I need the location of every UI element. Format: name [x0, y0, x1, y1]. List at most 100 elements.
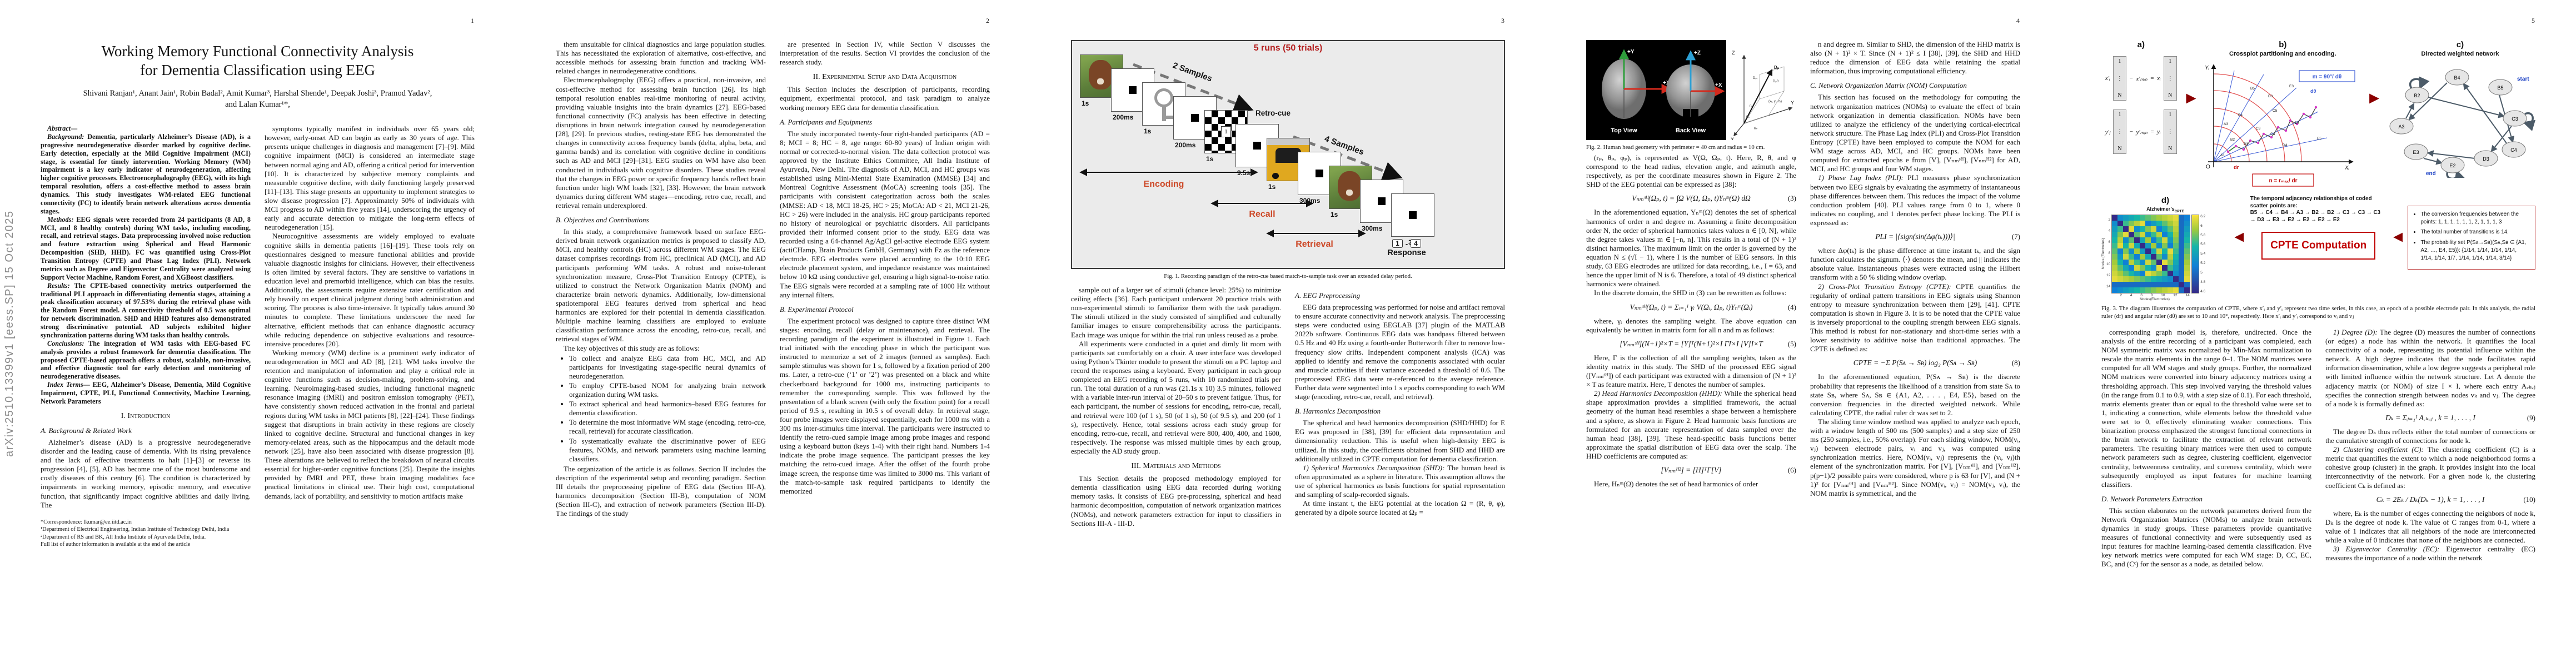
- heatmap-cell: [2162, 259, 2168, 265]
- dr-label: dr: [2234, 165, 2239, 171]
- paragraph-text: The degree (D) measures the number of co…: [2325, 327, 2536, 408]
- heatmap-cell: [2123, 270, 2129, 276]
- page2-left-column: them unsuitable for clinical diagnostics…: [556, 40, 766, 519]
- y-tick: 6: [2108, 240, 2111, 245]
- heatmap-cell: [2134, 215, 2140, 221]
- plus-y-label: +Y: [1627, 49, 1635, 55]
- heatmap-cell: [2151, 231, 2157, 237]
- dtheta-label: dθ: [2310, 88, 2316, 94]
- paragraph: The experiment protocol was designed to …: [780, 316, 990, 495]
- duration-label: 1s: [1082, 99, 1089, 107]
- subsection-heading: D. Network Parameters Extraction: [2101, 494, 2203, 503]
- abstract-paragraph: Methods: EEG signals were recorded from …: [41, 216, 251, 282]
- fixation-square-icon: [1378, 197, 1386, 205]
- plus-z-label: +Z: [1694, 50, 1701, 56]
- svg-text:D4: D4: [2283, 143, 2288, 147]
- page-number: 1: [471, 17, 474, 24]
- heatmap-cell: [2129, 248, 2135, 254]
- heatmap-cell: [2156, 242, 2163, 248]
- heatmap-cell: [2117, 276, 2124, 282]
- figure-1-task-paradigm: 5 runs (50 trials) 2 Samples 4 Samples E…: [1071, 40, 1505, 269]
- heatmap-cell: [2140, 270, 2146, 276]
- paragraph: The study incorporated twenty-four right…: [780, 129, 990, 299]
- y-prime-label: y′ⱼ: [2105, 128, 2111, 136]
- heatmap-cell: [2134, 242, 2140, 248]
- heatmap-cell: [2129, 287, 2135, 293]
- origin-label: O: [2206, 164, 2210, 170]
- heatmap-cell: [2168, 281, 2174, 287]
- svg-text:C3: C3: [2512, 116, 2518, 122]
- heatmap-cell: [2117, 215, 2124, 221]
- x-tick: 6: [2140, 293, 2142, 297]
- heatmap-cell: [2162, 281, 2168, 287]
- heatmap-cell: [2162, 248, 2168, 254]
- equation: Vₙₘˢᴴ(Ωₚ, t) = ∫Ω V(Ω, Ωₚ, t)Yₙᵐ(Ω) dΩ(3…: [1586, 194, 1796, 203]
- heatmap-cell: [2151, 226, 2157, 232]
- heatmap-cell: [2179, 237, 2185, 243]
- dpt-label: Dₚθ: [1773, 80, 1779, 83]
- x-tick: 2: [2120, 293, 2122, 297]
- heatmap-cell: [2129, 281, 2135, 287]
- heatmap-cell: [2168, 259, 2174, 265]
- x-tick: 14: [2185, 293, 2190, 297]
- page4-right-column: n and degree m. Similar to SHD, the dime…: [1810, 40, 2020, 498]
- heatmap-cell: [2117, 287, 2124, 293]
- paragraph: In the discrete domain, the SHD in (3) c…: [1594, 288, 1787, 297]
- heatmap-cell: [2145, 265, 2151, 271]
- heatmap-cell: [2173, 259, 2179, 265]
- heatmap-cell: [2156, 231, 2163, 237]
- paragraph: In this study, a comprehensive framework…: [556, 227, 766, 344]
- duration-label: 9.5s: [1237, 169, 1250, 177]
- equation: CPTE = −Σ P(Sᴀ → Sʙ) log₂ P(Sᴀ → Sʙ)(8): [1810, 359, 2020, 367]
- heatmap-cell: [2184, 237, 2190, 243]
- heatmap-cell: [2112, 237, 2118, 243]
- heatmap-cell: [2134, 265, 2140, 271]
- heatmap-cell: [2134, 220, 2140, 226]
- heatmap-cell: [2112, 253, 2118, 260]
- paragraph: This section has focused on the methodol…: [1810, 93, 2020, 173]
- heatmap-cell: [2184, 231, 2190, 237]
- cue-digit: 1: [1221, 126, 1231, 137]
- fig3-panel-a: a) x′ᵢ 1⋮N − x′ₘᵢₙ = xᵢ 1⋮N y′ⱼ 1⋮N − y′…: [2101, 40, 2181, 163]
- fig1-title: 5 runs (50 trials): [1253, 43, 1323, 53]
- equation-number: (9): [2527, 413, 2535, 422]
- heatmap-cell: [2129, 215, 2135, 221]
- y-tick: 4: [2108, 229, 2111, 233]
- subsection-heading: B. Harmonics Decomposition: [1295, 407, 1381, 416]
- authors: Shivani Ranjan¹, Anant Jain¹, Robin Bada…: [83, 88, 432, 109]
- y-tick: 8: [2108, 251, 2111, 256]
- heatmap-cell: [2129, 231, 2135, 237]
- z-label: Z: [1732, 50, 1735, 56]
- heatmap-cell: [2123, 226, 2129, 232]
- heatmap-cell: [2173, 237, 2179, 243]
- heatmap-xlabel: Nodes(Electrodes): [2140, 297, 2170, 301]
- heatmap-cell: [2162, 287, 2168, 293]
- paragraph-lead: Results:: [47, 281, 70, 290]
- heatmap-cell: [2162, 253, 2168, 260]
- paragraph-lead: 1) Spherical Harmonics Decomposition (SH…: [1303, 463, 1445, 472]
- response-frame: 3s: [1391, 193, 1434, 246]
- heatmap-cell: [2123, 237, 2129, 243]
- y-vector-box: 1⋮N: [2113, 109, 2127, 154]
- heatmap-cell: [2123, 220, 2129, 226]
- heatmap-cell: [2129, 259, 2135, 265]
- page3-left-column: sample out of a larger set of stimuli (c…: [1071, 286, 1281, 528]
- heatmap-cell: [2140, 265, 2146, 271]
- page1-right-column: symptoms typically manifest in individua…: [265, 125, 475, 501]
- key-1: 1: [1392, 239, 1403, 248]
- heatmap-cell: [2184, 215, 2190, 221]
- paragraph: The sliding time window method was appli…: [1810, 417, 2020, 497]
- page-3: 3 5 runs (50 trials) 2 Samples 4 Samples…: [1030, 0, 1546, 667]
- heatmap-cell: [2162, 242, 2168, 248]
- colorbar-tick: 4.6: [2200, 289, 2206, 293]
- page-number: 3: [1501, 17, 1504, 24]
- heatmap-cell: [2162, 226, 2168, 232]
- heatmap-cell: [2168, 270, 2174, 276]
- abstract-paragraph: Background: Dementia, particularly Alzhe…: [41, 133, 251, 216]
- heatmap-cell: [2140, 287, 2146, 293]
- response-keys: 1 - 4 Response: [1371, 239, 1442, 257]
- heatmap-cell: [2134, 259, 2140, 265]
- colorbar-tick: 5.6: [2200, 242, 2206, 247]
